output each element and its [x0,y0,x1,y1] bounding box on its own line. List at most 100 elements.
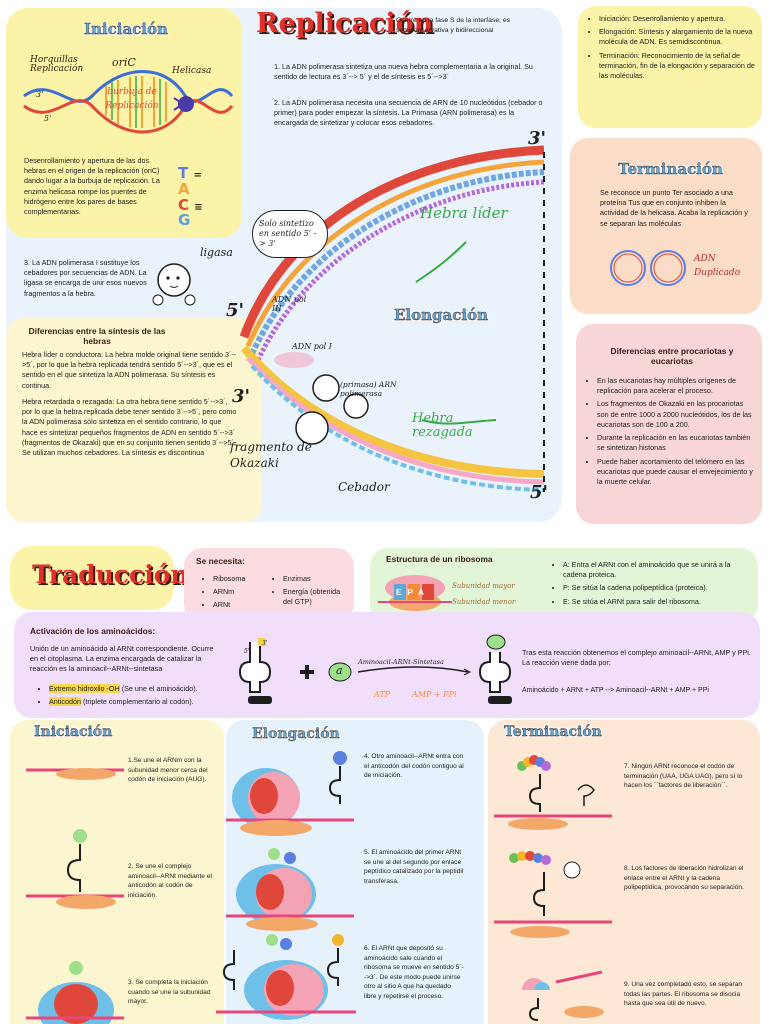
replication-iniciacion-panel [6,8,242,238]
procariotas-title: Diferencias entre procariotas y eucariot… [610,346,734,366]
aminoacyl-reaction-diagram [238,634,512,704]
label-adn-pol1: ADN pol I [292,342,332,351]
tr-elong-step-6: 6. El ARNt que depositó su aminoácido sa… [364,945,464,1000]
necesita-item: Enzimas [283,574,350,584]
label-solo-sintetizo: Solo sintetizo en sentido 5' -> 3' [252,210,328,258]
traduccion-title-panel [10,546,174,610]
label-adn-pol3: ADN pol III [272,295,307,313]
ribosoma-item: E: Se sitúa el ARNt para salir del ribos… [563,597,754,607]
elongacion-title: Elongación [394,306,488,324]
label-amino-a: a [336,664,343,677]
tr-terminacion-title: Terminación [504,724,602,740]
label-subunidad-menor: Subunidad menor [452,598,516,606]
base-pairs-legend: T = A C ≡ G [178,164,203,230]
base-g: G [178,211,191,230]
label-five-bottom: 5' [530,482,549,503]
replicacion-summary: Iniciación: Desenrollamiento y apertura.… [588,14,756,84]
activacion-bullets: Extremo hidroxilo -OH (Se une el aminoác… [38,684,228,710]
term-step8-illustration [494,851,612,938]
label-five-left: 5' [44,114,52,123]
terminacion-text: Se reconoce un punto Ter asociado a una … [600,188,748,228]
label-burbuja: burbuja de Replicación [105,87,159,111]
label-three-mid: 3' [232,386,251,407]
ribosome-sites: EPA [396,588,436,597]
label-atp: ATP [374,690,391,699]
tr-elong-step-4: 4. Otro aminoacil--ARNt entra con el ant… [364,753,464,780]
anticodon-highlight: Anticodón [49,697,81,707]
replication-bubble-diagram [23,70,234,134]
tr-elongacion-title: Elongación [252,726,340,742]
tr-term-step-8: 8. Los factores de liberación hidrolizan… [624,865,744,892]
base-c: C [178,195,190,214]
ribosoma-title: Estructura de un ribosoma [386,554,493,564]
label-cebador: Cebador [338,480,390,494]
label-oric: oriC [112,56,136,69]
label-horquillas: Horquillas Replicación [30,55,84,74]
traduccion-title: Traducción [32,560,189,589]
label-subunidad-mayor: Subunidad mayor [452,582,515,590]
replicacion-title: Replicación [256,8,434,39]
iniciacion-text: Desenrollamiento y apertura de las dos h… [24,156,160,217]
procariotas-item: Puede haber acortamiento del telómero en… [597,457,756,488]
label-helicasa: Helicasa [172,66,212,76]
elong-step6-illustration [216,934,356,1020]
activacion-title: Activación de los aminoácidos: [30,626,156,636]
hydroxyl-text: (Se une el aminoácido). [119,684,198,693]
ligasa-character-icon [152,263,196,306]
hydroxyl-highlight: Extremo hidroxilo -OH [49,684,120,693]
summary-item: Elongación: Síntesis y alargamiento de l… [599,27,756,47]
iniciacion-title: Iniciación [84,20,168,38]
necesita-col2: Enzimas Energía (obtenida del GTP) [272,574,350,611]
tr-term-step-9: 9. Una vez completado esto, se separan t… [624,981,743,1008]
label-hebra-lider: Hebra líder [420,204,508,222]
ribosome-icon [378,575,452,611]
replicacion-step-3: 3. La ADN polimerasa I sustituye los ceb… [24,258,147,298]
activacion-panel [14,612,760,718]
init-step2-illustration [26,829,124,909]
ribosoma-list: A: Entra el ARNt con el aminoácido que s… [552,560,754,610]
terminacion-title: Terminación [618,160,723,178]
necesita-title: Se necesita: [196,556,245,566]
ribosoma-item: A: Entra el ARNt con el aminoácido que s… [563,560,754,580]
elongation-diagram [239,145,545,492]
elong-step4-illustration [226,751,354,836]
procariotas-item: En las eucariotas hay múltiples orígenes… [597,376,756,396]
term-step7-illustration [494,755,612,830]
replicacion-intro: Ocurre en la fase S de la interfase, es … [396,17,511,34]
site-e: E [396,588,408,597]
label-ligasa: ligasa [200,246,233,259]
term-step9-illustration [522,970,604,1021]
init-step3-illustration [26,961,124,1024]
activacion-result: Tras esta reacción obtenemos el complejo… [522,648,751,668]
tr-elong-step-5: 5. El aminoácido del primer ARNt se une … [364,849,464,885]
label-five-prime: 5' [244,648,250,655]
tr-terminacion-panel [488,720,760,1024]
diferencias-p1: Hebra líder o conductora: La hebra molde… [22,350,237,390]
tr-iniciacion-title: Iniciación [34,724,113,740]
label-three-top: 3' [528,128,547,149]
tr-init-step-3: 3. Se completa la iniciación cuando se u… [128,979,211,1006]
replication-procariotas-panel [576,324,762,524]
necesita-item: ARNt [213,600,272,610]
diferencias-text: Hebra líder o conductora: La hebra molde… [22,350,238,464]
summary-item: Iniciación: Desenrollamiento y apertura. [599,14,756,24]
base-a: A [178,179,190,198]
tr-term-step-7: 7. Ningún ARNt reconoce el codón de term… [624,763,743,790]
procariotas-item: Los fragmentos de Okazaki en las procari… [597,399,756,430]
label-primasa: (primasa) ARN polimerasa [340,380,397,398]
init-step1-illustration [26,768,124,780]
label-three-prime: 3' [262,640,268,647]
label-amp-ppi: AMP + PPi [412,690,457,699]
replication-summary-panel [578,6,762,128]
replicacion-step-2: 2. La ADN polimerasa necesita una secuen… [274,98,543,128]
tr-init-step-1: 1.Se une el ARNm con la subunidad menor … [128,757,208,784]
label-fragmento: fragmento de Okazaki [230,440,312,470]
anticodon-text: (triplete complementario al codón). [80,697,194,707]
site-a: A [418,588,430,597]
label-hebra-rezagada: Hebra rezagada [412,411,473,441]
elong-step5-illustration [226,848,354,931]
activacion-equation: Aminoácido + ARNt + ATP --> Aminoacil--A… [522,687,709,694]
summary-item: Terminación: Reconocimiento de la señal … [599,51,756,82]
circular-dna-icon [610,250,686,286]
diferencias-title: Diferencias entre la síntesis de las heb… [28,326,166,346]
